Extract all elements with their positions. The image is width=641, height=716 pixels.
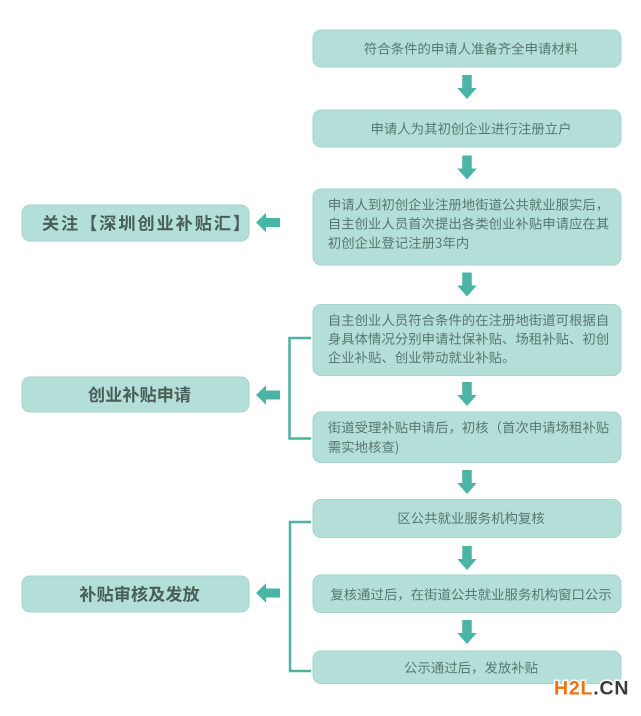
svg-text:H2L.CN: H2L.CN — [554, 678, 629, 700]
